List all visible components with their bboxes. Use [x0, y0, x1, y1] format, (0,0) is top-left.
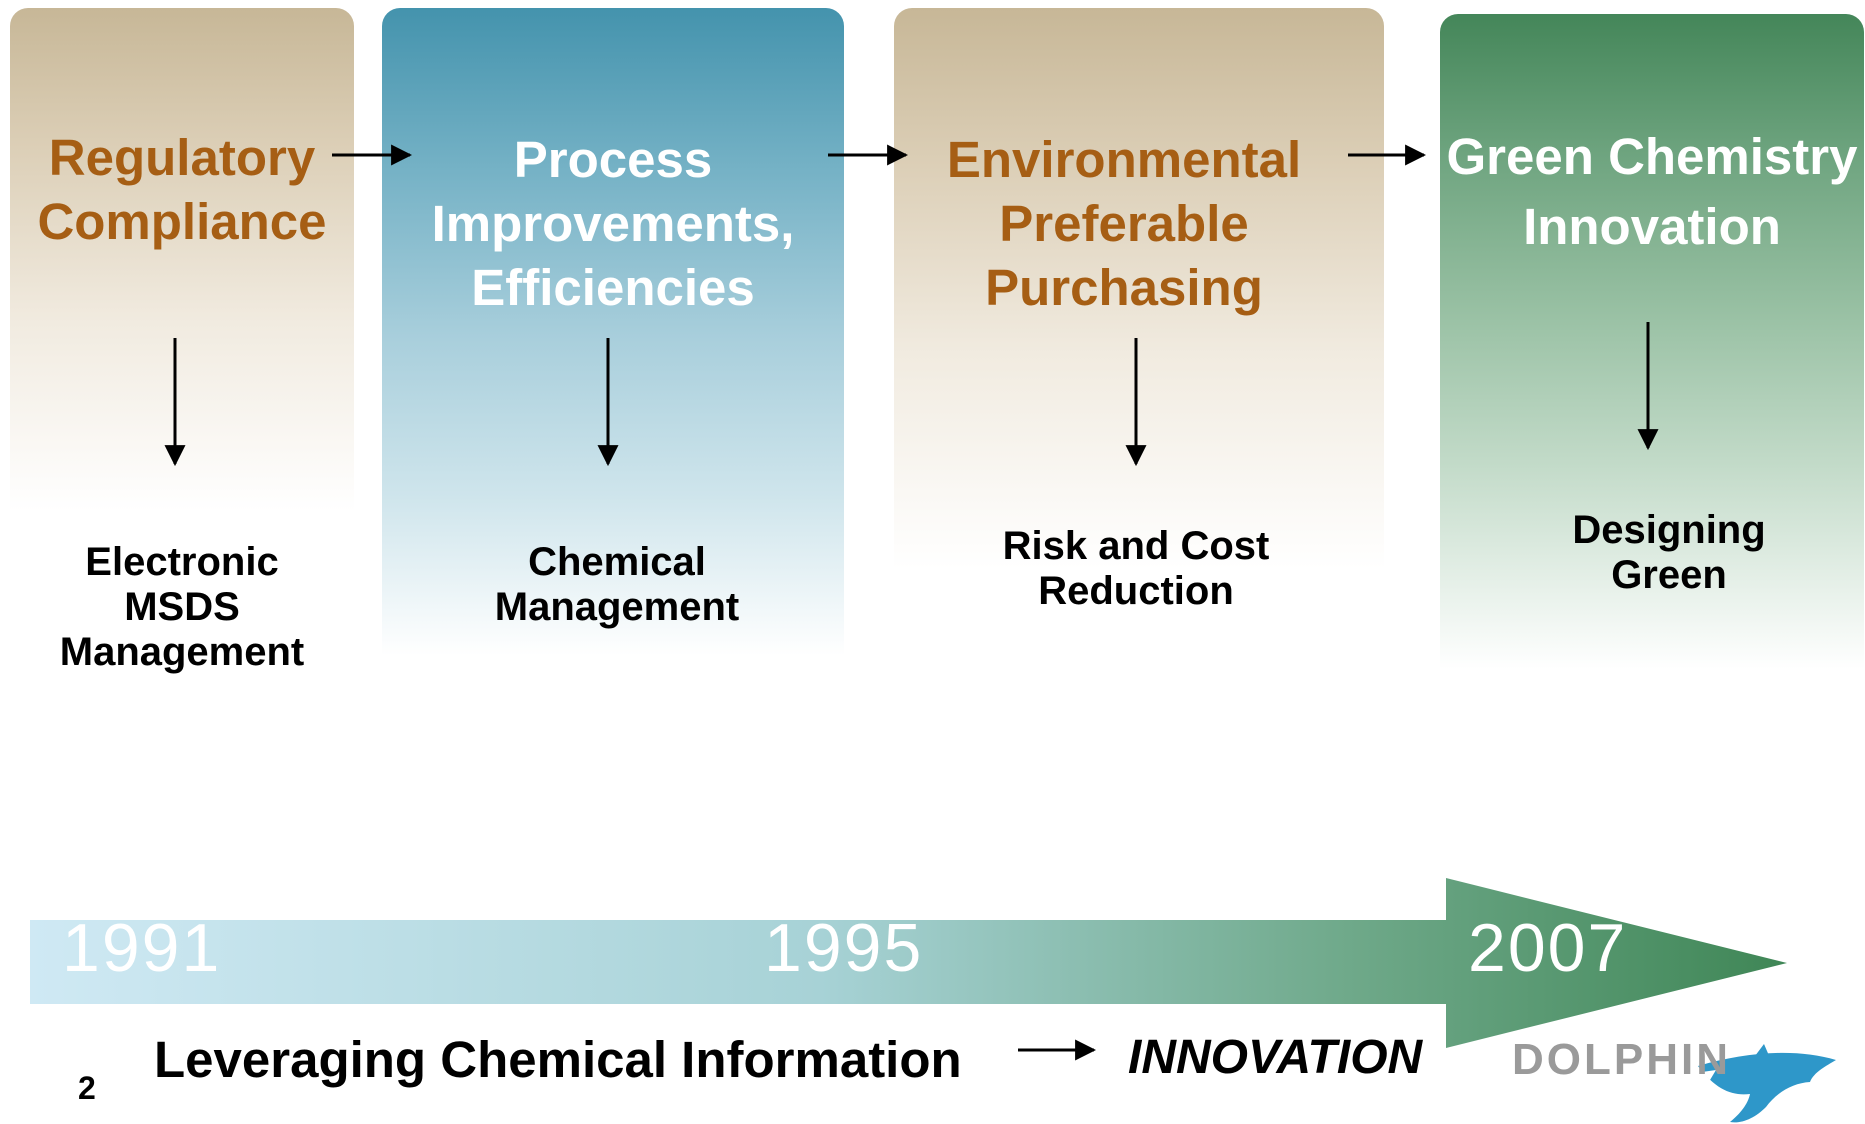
column-process-heading: Process Improvements, Efficiencies	[382, 128, 844, 320]
heading-line: Preferable	[999, 195, 1249, 252]
column-green-heading: Green Chemistry Innovation	[1440, 122, 1864, 262]
column-regulatory-panel	[10, 8, 354, 708]
year-label: 2007	[1468, 910, 1628, 986]
sub-line: Designing	[1572, 508, 1766, 552]
dolphin-icon	[1698, 1044, 1836, 1123]
dolphin-logo-text: DOLPHIN	[1512, 1035, 1731, 1084]
heading-line: Compliance	[37, 193, 327, 250]
tagline: Leveraging Chemical Information	[154, 1031, 962, 1088]
sub-line: Chemical	[528, 540, 706, 584]
column-process-subtext: Chemical Management	[382, 540, 852, 630]
column-environmental-panel	[894, 8, 1384, 728]
sub-line: Green	[1611, 553, 1727, 597]
sub-line: Reduction	[1038, 569, 1234, 613]
column-green-panel	[1440, 14, 1864, 794]
column-regulatory-subtext: Electronic MSDS Management	[10, 540, 354, 675]
column-green-subtext: Designing Green	[1466, 508, 1865, 598]
column-environmental-subtext: Risk and Cost Reduction	[894, 524, 1378, 614]
sub-line: Electronic	[85, 540, 279, 584]
sub-line: Management	[494, 585, 740, 629]
year-label: 1995	[764, 910, 924, 986]
sub-line: MSDS	[124, 585, 240, 629]
innovation-label: INNOVATION	[1128, 1031, 1423, 1084]
page-number: 2	[78, 1070, 96, 1106]
column-regulatory-heading: Regulatory Compliance	[10, 126, 354, 254]
timeline-arrow	[30, 878, 1787, 1048]
heading-line: Efficiencies	[471, 259, 755, 316]
sub-line: Risk and Cost	[1002, 524, 1270, 568]
column-environmental-heading: Environmental Preferable Purchasing	[894, 128, 1354, 320]
heading-line: Regulatory	[48, 129, 316, 186]
heading-line: Process	[513, 131, 713, 188]
sub-line: Management	[59, 630, 305, 674]
year-label: 1991	[62, 910, 222, 986]
column-process-panel	[382, 8, 844, 798]
heading-line: Environmental	[946, 131, 1302, 188]
heading-line: Purchasing	[985, 259, 1263, 316]
heading-line: Innovation	[1523, 198, 1781, 255]
heading-line: Improvements,	[431, 195, 795, 252]
heading-line: Green Chemistry	[1446, 128, 1858, 185]
